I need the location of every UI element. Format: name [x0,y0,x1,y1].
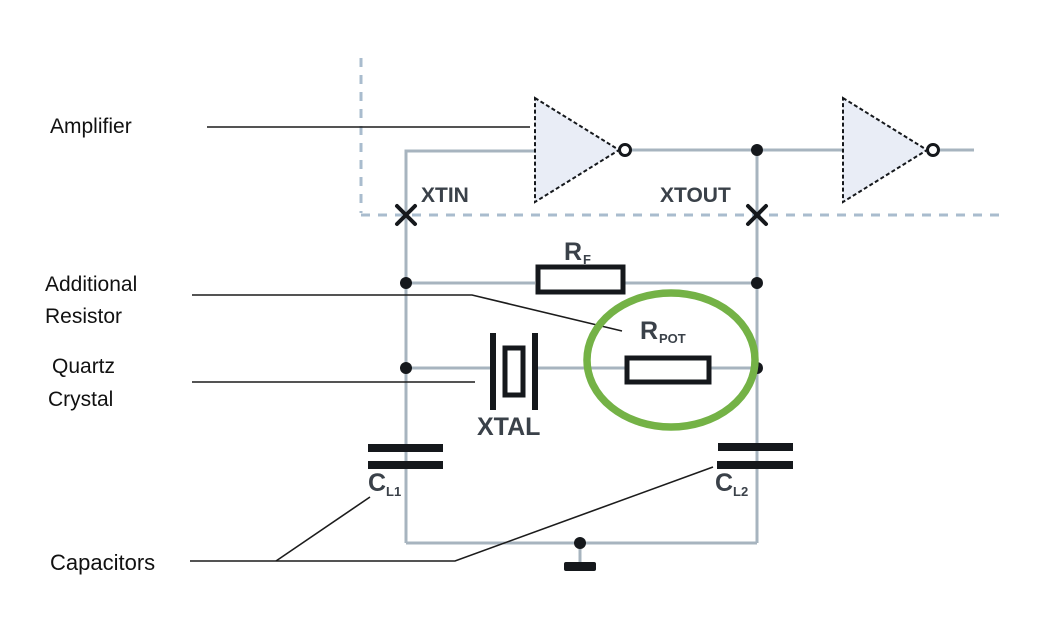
xtin-pin-cross [395,204,417,226]
amplifier1-inverter-bubble [618,143,632,157]
xtal-body [502,345,526,398]
additional-resistor-label-line1: Additional [45,273,137,296]
rpot-resistor-body [624,355,712,385]
xtin-label: XTIN [421,184,469,207]
cl2-label-subscript: L2 [733,484,748,499]
rf-label-subscript: F [583,252,591,267]
cl1-bottom-plate [368,461,443,469]
rf-resistor-body [535,264,626,295]
cl2-top-plate [718,443,793,451]
quartz-crystal-label-line2: Crystal [48,388,113,411]
amplifier2-triangle [842,96,929,204]
junction-dot [400,362,412,374]
rpot-highlight-ellipse [583,289,759,431]
junction-dot [574,537,586,549]
junction-dot [400,277,412,289]
ground-bar [564,562,596,571]
additional-resistor-pointer-line [192,294,623,332]
cl2-bottom-plate [717,461,793,469]
quartz-crystal-label-line1: Quartz [52,355,115,378]
xtal-left-plate [490,333,496,410]
capacitors-label: Capacitors [50,550,155,575]
cl2-label: C [715,469,733,497]
cl1-label-subscript: L1 [386,484,401,499]
junction-dot [751,277,763,289]
additional-resistor-label-line2: Resistor [45,305,122,328]
amplifier1-triangle [534,96,621,204]
cl1-label: C [368,469,386,497]
xtal-right-plate [532,333,538,410]
amplifier2-inverter-bubble [926,143,940,157]
junction-dot [751,144,763,156]
rpot-label: R [640,317,658,345]
xtout-pin-cross [746,204,768,226]
xtal-label: XTAL [477,413,540,441]
amplifier-label: Amplifier [50,115,132,138]
capacitors-pointer-line-cl1 [275,496,371,562]
rpot-label-subscript: POT [659,331,686,346]
capacitors-pointer-line-cl2 [190,466,714,562]
cl1-top-plate [368,444,443,452]
rf-label: R [564,238,582,266]
wire-left-vertical [404,149,535,543]
xtout-label: XTOUT [660,184,731,207]
